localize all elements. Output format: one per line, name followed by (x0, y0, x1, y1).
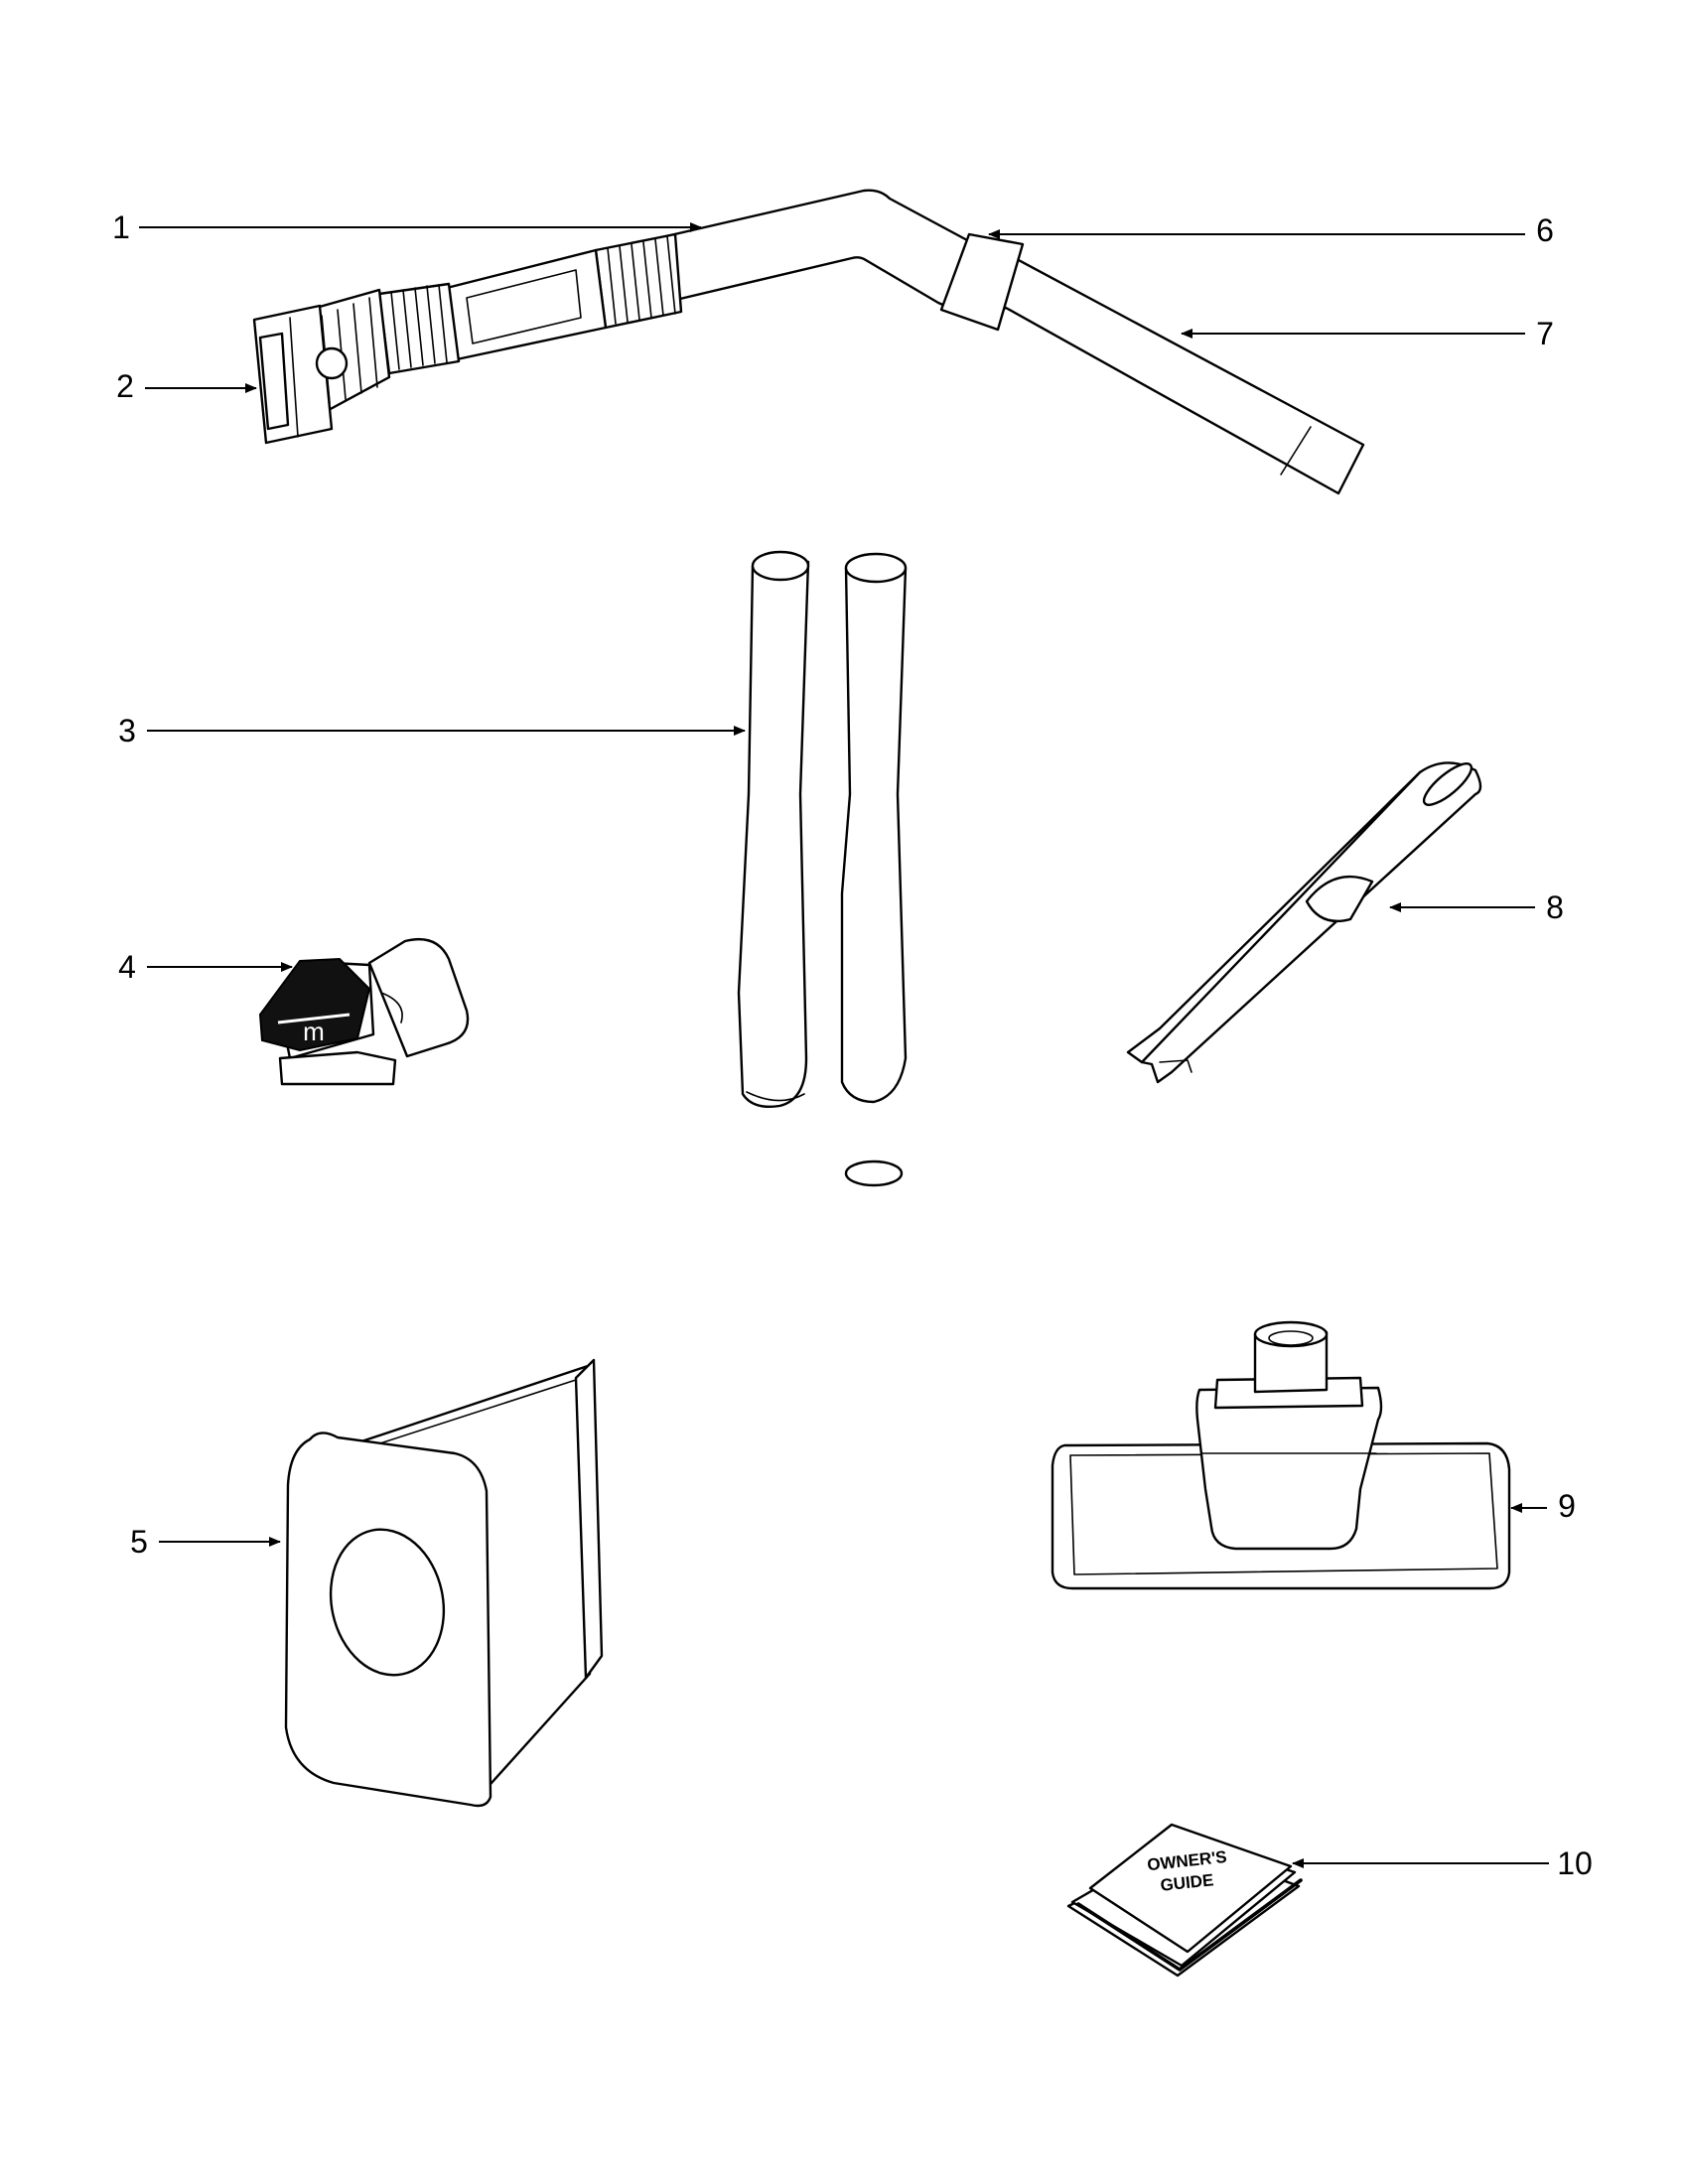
callout-7: 7 (1181, 316, 1554, 351)
wand-right (840, 566, 908, 1104)
callout-number: 7 (1536, 316, 1554, 351)
callout-2: 2 (116, 368, 257, 404)
wand-right-bottom-opening (844, 1160, 904, 1187)
callout-8: 8 (1389, 889, 1564, 925)
nozzle-body (258, 957, 371, 1052)
wand-right-top-opening (844, 552, 908, 584)
floor-tool-neck (1195, 1386, 1383, 1551)
callout-number: 3 (118, 713, 136, 749)
owners-guide-book: OWNER'S GUIDE (1066, 1823, 1303, 1978)
callout-10: 10 (1292, 1845, 1593, 1881)
nozzle-mark: m (303, 1017, 325, 1046)
crevice-tool-window (1305, 875, 1374, 923)
wand-left-top-opening (751, 550, 810, 582)
nozzle-base (278, 1050, 397, 1086)
hose-assembly (252, 189, 1365, 495)
callout-number: 4 (118, 949, 136, 985)
callout-number: 1 (112, 209, 130, 245)
callout-number: 9 (1558, 1488, 1576, 1524)
bag-opening (329, 1528, 446, 1677)
floor-tool (1051, 1320, 1511, 1590)
wand-left (737, 560, 810, 1108)
callout-5: 5 (130, 1524, 281, 1560)
callout-3: 3 (118, 713, 746, 749)
callout-6: 6 (988, 212, 1554, 248)
callout-number: 8 (1546, 889, 1564, 925)
callout-number: 2 (116, 368, 134, 404)
hose-sleeve (445, 248, 608, 361)
extension-wands (737, 550, 908, 1187)
callout-1: 1 (112, 209, 702, 245)
wand-tip-band (1280, 426, 1312, 476)
crevice-tool (1126, 761, 1482, 1084)
callout-4: 4 (118, 949, 293, 985)
upholstery-nozzle: m (258, 937, 470, 1086)
dust-bag (284, 1358, 604, 1808)
book-cover (1088, 1823, 1293, 1954)
callout-number: 10 (1557, 1845, 1593, 1881)
callout-9: 9 (1510, 1488, 1576, 1524)
wand-collar (939, 232, 1025, 332)
callout-number: 6 (1536, 212, 1554, 248)
bent-wand (655, 189, 1365, 495)
nozzle-fabric-cover (367, 937, 470, 1058)
callout-number: 5 (130, 1524, 148, 1560)
